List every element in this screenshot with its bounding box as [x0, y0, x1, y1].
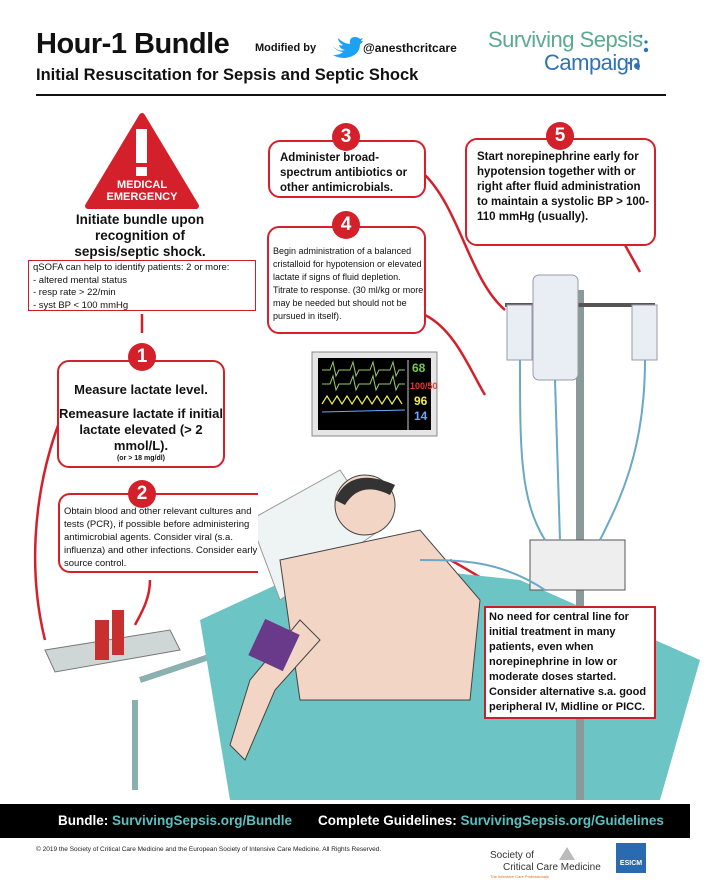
step-3-badge: 3 [332, 123, 360, 151]
monitor-spo2: 96 [414, 394, 428, 408]
step-1-badge: 1 [128, 343, 156, 371]
esicm-logo-icon [616, 843, 646, 873]
step-5-badge: 5 [546, 122, 574, 150]
footer-bar [0, 804, 690, 838]
esicm-text: ESICM [620, 860, 642, 867]
sign-line2: EMERGENCY [107, 191, 179, 203]
arrow-step2-to-tray [133, 579, 152, 626]
sign-line1: MEDICAL [117, 179, 167, 191]
patient-hair [335, 477, 395, 505]
arrow-step3-to-iv [424, 174, 506, 311]
twitter-handle[interactable]: @anesthcritcare [363, 41, 457, 55]
copyright: © 2019 the Society of Critical Care Medi… [36, 846, 382, 853]
central-line-note: No need for central line for initial tre… [484, 606, 656, 719]
header-divider [36, 94, 666, 96]
qsofa-box: qSOFA can help to identify patients: 2 o… [28, 260, 256, 311]
patient-arm [229, 619, 321, 761]
step-5-box: Start norepinephrine early for hypotensi… [465, 138, 656, 246]
bottle [95, 620, 109, 660]
iv-bag-left [506, 304, 533, 361]
sccm-line2: Critical Care Medicine [503, 862, 601, 873]
initiate-text: Initiate bundle upon recognition of seps… [74, 212, 206, 259]
step-2-box: Obtain blood and other relevant cultures… [58, 493, 258, 573]
sccm-line1: Society of [490, 850, 534, 861]
bundle-link-row: Bundle: SurvivingSepsis.org/Bundle [58, 813, 292, 828]
arrow-step4-to-iv [424, 313, 487, 396]
iv-bag-main [532, 274, 579, 381]
page-subtitle: Initial Resuscitation for Sepsis and Sep… [36, 66, 419, 84]
monitor-hr: 68 [412, 361, 426, 375]
logo-dots-icon [627, 34, 649, 69]
step-1-text2: Remeasure lactate if initial lactate ele… [59, 406, 224, 453]
modified-by-label: Modified by [255, 42, 317, 54]
bottle-2 [112, 610, 124, 655]
qsofa-line: - syst BP < 100 mmHg [33, 299, 129, 311]
bundle-label: Bundle: [58, 813, 109, 828]
patient-body [279, 529, 481, 701]
step-1-box: Measure lactate level. Remeasure lactate… [57, 360, 225, 468]
guidelines-link-row: Complete Guidelines: SurvivingSepsis.org… [318, 813, 664, 828]
monitor-rr: 14 [414, 409, 428, 423]
page-title: Hour-1 Bundle [36, 28, 230, 60]
step-4-box: Begin administration of a balanced crist… [267, 226, 426, 334]
sccm-tagline: The Intensive Care Professionals [490, 874, 549, 879]
step-1-note: (or > 18 mg/dl) [116, 455, 166, 462]
arrow-step1-to-tray [33, 419, 62, 641]
logo-line2: Campaign [544, 50, 641, 75]
qsofa-line: qSOFA can help to identify patients: 2 o… [33, 262, 230, 273]
arrow-step5-to-bag [623, 244, 642, 273]
guidelines-link[interactable]: SurvivingSepsis.org/Guidelines [460, 813, 664, 828]
logo-line1: Surviving Sepsis [488, 27, 643, 52]
iv-bag-right [631, 304, 658, 361]
step-2-badge: 2 [128, 480, 156, 508]
step-1-text: Measure lactate level. [74, 382, 208, 397]
monitor-bp: 100/50 [410, 381, 438, 391]
bundle-link[interactable]: SurvivingSepsis.org/Bundle [112, 813, 293, 828]
guidelines-label: Complete Guidelines: [318, 813, 457, 828]
step-4-badge: 4 [332, 211, 360, 239]
infusion-pump [529, 539, 626, 591]
sccm-logo-icon [559, 847, 575, 860]
qsofa-line: - altered mental status [33, 274, 127, 286]
bp-cuff [248, 618, 300, 672]
qsofa-line: - resp rate > 22/min [33, 287, 116, 298]
twitter-icon [333, 37, 363, 58]
